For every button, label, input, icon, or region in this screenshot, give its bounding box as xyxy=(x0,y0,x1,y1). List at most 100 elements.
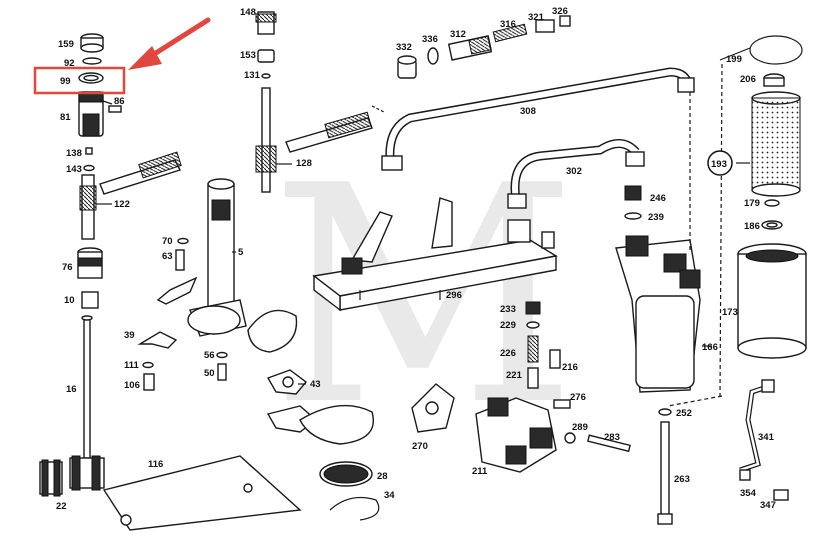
label-70: 70 xyxy=(162,236,173,247)
part-22-rotor xyxy=(39,455,105,497)
part-347-bolt xyxy=(773,489,789,501)
part-186-spring xyxy=(761,220,783,230)
part-166-filter-housing xyxy=(615,235,701,393)
part-99-seal-ring xyxy=(78,72,104,84)
part-233-plug xyxy=(525,301,541,315)
part-316-spring xyxy=(492,23,528,43)
label-56: 56 xyxy=(204,350,215,361)
part-116-oil-pan-baffle xyxy=(102,455,302,531)
part-246-fitting xyxy=(624,185,642,201)
part-326-pin xyxy=(559,15,571,27)
part-81-pump-element xyxy=(78,91,104,137)
part-296-oil-manifold xyxy=(312,197,558,312)
oil-strainer xyxy=(247,309,298,353)
part-211-filter-head xyxy=(475,397,557,473)
part-283-bolt xyxy=(587,434,631,453)
part-354-banjo xyxy=(739,469,751,481)
label-336: 336 xyxy=(422,34,438,45)
label-229: 229 xyxy=(500,320,516,331)
label-50: 50 xyxy=(204,368,215,379)
label-22: 22 xyxy=(56,501,67,512)
screen-plate xyxy=(266,404,374,445)
red-arrow-pointer xyxy=(128,17,211,70)
part-159-cap xyxy=(80,33,104,53)
part-179-seal xyxy=(764,199,780,207)
label-221: 221 xyxy=(506,370,523,381)
label-179: 179 xyxy=(744,198,760,209)
label-148: 148 xyxy=(240,7,256,18)
pipe-308-fittings xyxy=(381,77,695,171)
label-283: 283 xyxy=(604,432,620,443)
label-211: 211 xyxy=(472,466,488,477)
label-86: 86 xyxy=(114,96,125,107)
part-138-screw xyxy=(85,147,93,155)
label-10: 10 xyxy=(64,295,75,306)
part-111-washer xyxy=(142,361,154,369)
label-111: 111 xyxy=(124,360,140,371)
label-43: 43 xyxy=(310,379,321,390)
label-63: 63 xyxy=(162,251,173,262)
part-321-piston xyxy=(535,19,555,33)
part-143-washer xyxy=(83,164,95,172)
part-341-oil-line xyxy=(739,379,775,473)
label-332: 332 xyxy=(396,42,412,53)
label-347: 347 xyxy=(760,500,776,511)
part-276-bolt xyxy=(553,399,571,409)
label-316: 316 xyxy=(500,19,516,30)
leader-lines xyxy=(96,47,751,407)
label-276: 276 xyxy=(570,392,586,403)
label-354: 354 xyxy=(740,488,757,499)
label-128: 128 xyxy=(296,158,312,169)
part-labels: 159 92 99 86 81 138 143 122 76 10 16 22 … xyxy=(56,6,776,512)
part-206-nut xyxy=(763,73,785,87)
label-312: 312 xyxy=(450,29,466,40)
part-289-washer xyxy=(564,432,576,444)
part-5-oil-pump-housing xyxy=(156,178,247,337)
part-270-gasket xyxy=(411,383,455,433)
label-233: 233 xyxy=(500,304,516,315)
label-143: 143 xyxy=(66,164,82,175)
label-5: 5 xyxy=(238,247,244,258)
label-159: 159 xyxy=(58,39,74,50)
part-128-tach-drive-shaft xyxy=(255,87,373,193)
part-332-plug xyxy=(397,55,417,79)
label-341: 341 xyxy=(758,432,775,443)
part-312-valve-body xyxy=(447,35,493,61)
label-28: 28 xyxy=(377,471,388,482)
part-199-seal-ring xyxy=(749,35,803,65)
part-239-washer xyxy=(624,212,642,220)
label-173: 173 xyxy=(722,307,738,318)
label-296: 296 xyxy=(446,290,462,301)
label-76: 76 xyxy=(62,262,73,273)
label-138: 138 xyxy=(66,148,82,159)
part-86-pin xyxy=(108,105,122,113)
part-92-washer xyxy=(82,57,102,65)
label-106: 106 xyxy=(124,380,140,391)
part-16-drive-shaft xyxy=(81,315,93,459)
part-39-bracket xyxy=(137,331,178,349)
part-131-washer xyxy=(261,73,271,79)
pipe-302-fittings xyxy=(507,151,645,209)
label-270: 270 xyxy=(412,441,428,452)
label-39: 39 xyxy=(124,330,135,341)
label-321: 321 xyxy=(528,12,545,23)
label-302: 302 xyxy=(566,166,582,177)
label-193: 193 xyxy=(711,159,727,170)
part-43-gasket xyxy=(266,369,308,395)
highlight-box-99 xyxy=(33,66,126,95)
part-226-spring xyxy=(527,335,539,363)
label-252: 252 xyxy=(676,408,692,419)
label-263: 263 xyxy=(674,474,690,485)
part-56-washer xyxy=(216,351,228,359)
part-216-valve xyxy=(549,349,561,369)
part-122-gear-shaft xyxy=(79,151,182,240)
label-92: 92 xyxy=(64,58,75,69)
part-148-fitting xyxy=(255,11,277,35)
label-199: 199 xyxy=(726,54,742,65)
label-122: 122 xyxy=(114,199,130,210)
label-206: 206 xyxy=(740,74,756,85)
part-76-bushing xyxy=(77,247,103,279)
label-131: 131 xyxy=(244,70,261,81)
